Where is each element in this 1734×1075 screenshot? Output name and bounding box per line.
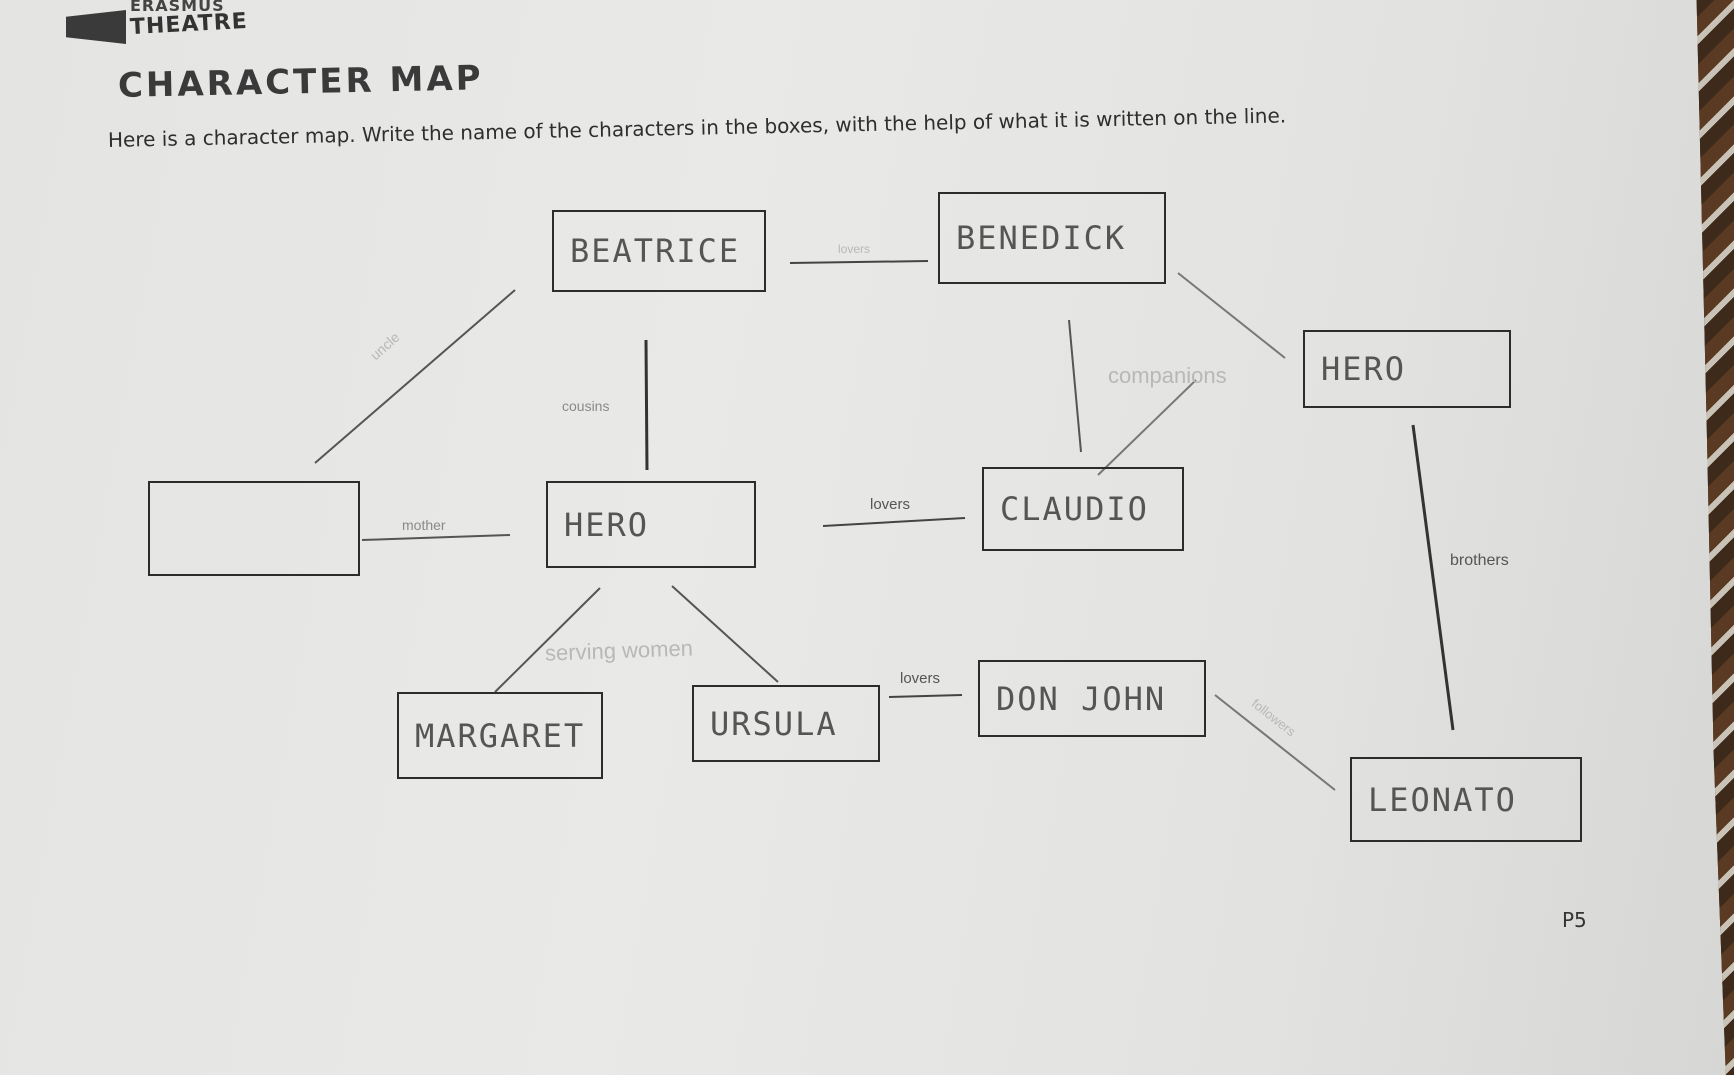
box-leonato-name: LEONATO: [1368, 780, 1517, 819]
label-brothers: brothers: [1450, 552, 1509, 569]
box-hero-center[interactable]: HERO: [546, 481, 756, 568]
logo-top-text: ERASMUS: [130, 0, 225, 15]
line-hero-margaret: [494, 587, 601, 693]
label-hero-claudio: lovers: [870, 496, 911, 513]
line-beatrice-hero: [644, 339, 649, 471]
line-benedick-herotr: [1177, 272, 1286, 359]
line-hero-claudio: [822, 517, 966, 527]
box-hero-center-name: HERO: [564, 505, 650, 544]
box-leonato[interactable]: LEONATO: [1350, 757, 1582, 842]
line-hero-ursula: [671, 585, 779, 683]
box-ursula[interactable]: URSULA: [692, 685, 880, 762]
label-beatrice-benedick: lovers: [838, 242, 871, 256]
line-herotr-leonato: [1411, 424, 1455, 731]
line-herotr-claudio: [1097, 379, 1197, 476]
erasmus-theatre-logo: ERASMUS THEATRE: [58, 0, 248, 52]
box-empty-left[interactable]: [148, 481, 360, 576]
label-serving-women: serving women: [544, 635, 694, 666]
box-hero-top-right[interactable]: HERO: [1303, 330, 1511, 408]
box-benedick[interactable]: BENEDICK: [938, 192, 1166, 284]
line-empty-hero: [361, 534, 511, 541]
box-margaret-name: MARGARET: [415, 716, 586, 755]
box-beatrice[interactable]: BEATRICE: [552, 210, 766, 292]
line-beatrice-benedick: [789, 260, 929, 264]
box-margaret[interactable]: MARGARET: [397, 692, 603, 779]
box-beatrice-name: BEATRICE: [570, 232, 741, 270]
box-claudio[interactable]: CLAUDIO: [982, 467, 1184, 551]
label-empty-hero: mother: [402, 517, 446, 533]
page-number: P5: [1562, 908, 1587, 932]
box-claudio-name: CLAUDIO: [1000, 490, 1149, 528]
box-don-john[interactable]: DON JOHN: [978, 660, 1206, 737]
line-ursula-donjohn: [888, 694, 963, 698]
label-companions: companions: [1108, 363, 1227, 388]
line-claudio-benedick: [1068, 319, 1082, 453]
box-hero-top-right-name: HERO: [1321, 350, 1407, 388]
line-beatrice-empty: [314, 289, 516, 464]
line-donjohn-leonato: [1214, 694, 1336, 791]
label-ursula-donjohn: lovers: [900, 670, 941, 687]
box-ursula-name: URSULA: [710, 704, 838, 743]
label-beatrice-hero: cousins: [562, 398, 610, 414]
logo-mark-icon: [66, 10, 126, 44]
box-don-john-name: DON JOHN: [996, 679, 1167, 718]
box-benedick-name: BENEDICK: [956, 219, 1127, 257]
